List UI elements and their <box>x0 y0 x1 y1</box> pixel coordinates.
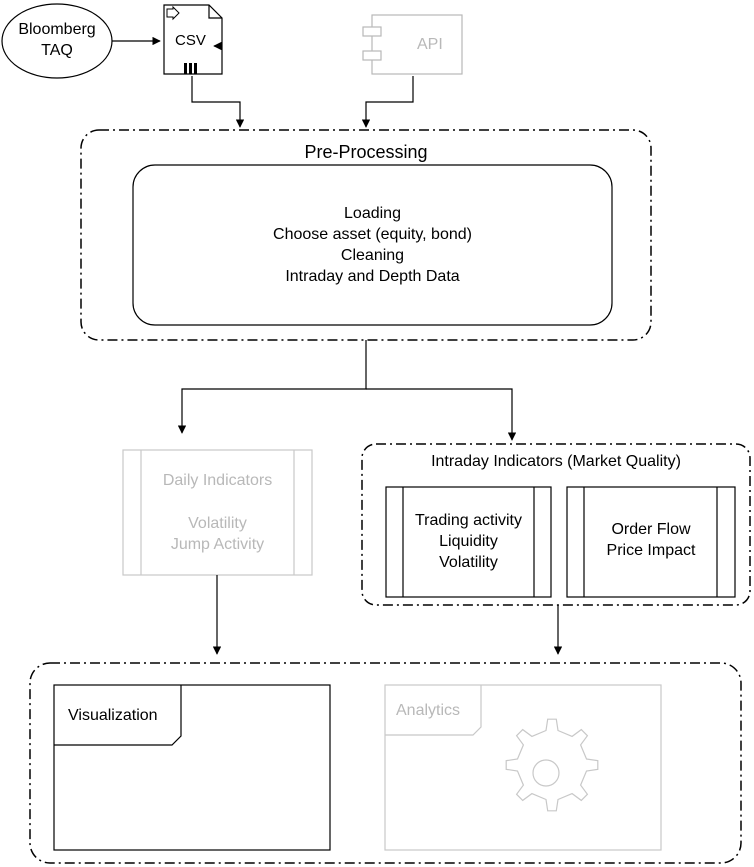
csv-to-preprocessing-arrow <box>191 76 245 128</box>
bloomberg-taq-label: Bloomberg TAQ <box>2 19 112 61</box>
preprocessing-step: Loading <box>344 205 401 222</box>
preprocessing-step: Choose asset (equity, bond) <box>273 226 472 243</box>
preprocessing-steps-box <box>132 164 613 326</box>
daily-indicators-items: Volatility Jump Activity <box>123 513 312 555</box>
api-to-preprocessing-arrow <box>361 76 414 128</box>
intraday-right-items: Order Flow Price Impact <box>567 519 735 561</box>
visualization-label: Visualization <box>68 707 158 724</box>
visualization-frame <box>53 684 331 851</box>
gear-icon <box>505 718 599 812</box>
intraday-left-item: Volatility <box>439 554 498 571</box>
preprocessing-steps: Loading Choose asset (equity, bond) Clea… <box>133 203 612 287</box>
preprocessing-title: Pre-Processing <box>304 142 428 162</box>
intraday-left-item: Liquidity <box>439 533 498 550</box>
preprocessing-container <box>80 129 652 341</box>
intraday-left-process <box>385 486 552 598</box>
output-container <box>29 662 742 864</box>
intraday-left-item: Trading activity <box>415 512 522 529</box>
preprocessing-to-intraday-arrow <box>366 388 517 441</box>
intraday-right-item: Order Flow <box>611 521 691 538</box>
api-component-icon <box>362 14 463 75</box>
source-line-1: Bloomberg <box>18 21 96 38</box>
preprocessing-step: Intraday and Depth Data <box>285 268 460 285</box>
intraday-right-process <box>566 486 736 598</box>
preprocessing-to-daily-arrow <box>177 340 367 434</box>
daily-indicator-item: Jump Activity <box>170 536 265 553</box>
daily-indicators-title: Daily Indicators <box>162 472 273 489</box>
analytics-frame <box>384 684 662 851</box>
intraday-indicators-title: Intraday Indicators (Market Quality) <box>431 453 681 470</box>
intraday-indicators-container <box>361 443 751 606</box>
intraday-right-item: Price Impact <box>606 542 696 559</box>
intraday-left-items: Trading activity Liquidity Volatility <box>386 510 551 573</box>
preprocessing-step: Cleaning <box>340 247 405 264</box>
csv-label: CSV <box>175 32 206 49</box>
analytics-label: Analytics <box>396 702 461 719</box>
source-line-2: TAQ <box>41 42 73 59</box>
daily-indicator-item: Volatility <box>188 515 247 532</box>
api-label: API <box>417 36 443 53</box>
